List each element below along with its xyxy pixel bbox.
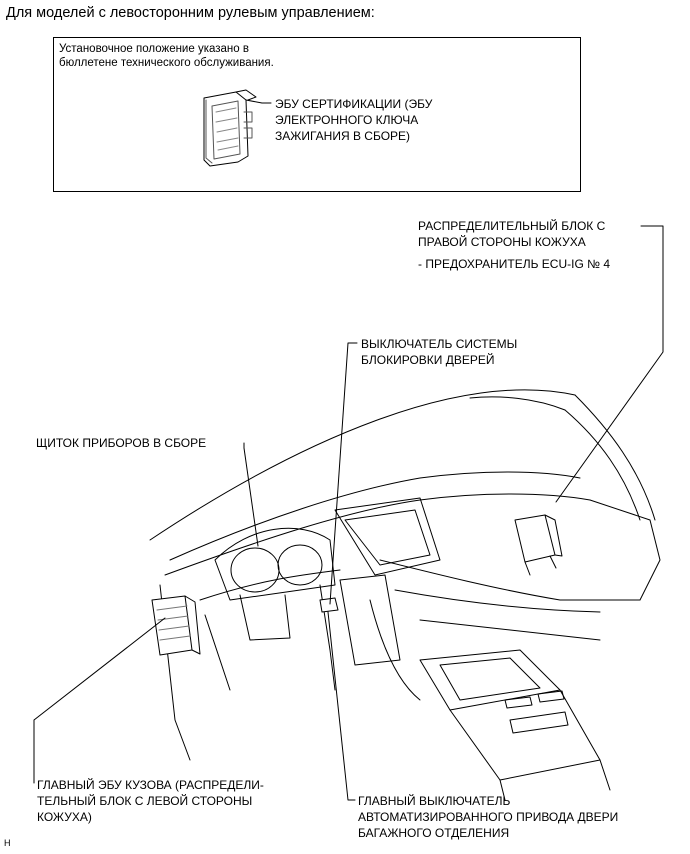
fuse-label: - ПРЕДОХРАНИТЕЛЬ ECU-IG № 4 [418, 257, 611, 271]
main-body-ecu-label-line-2: ТЕЛЬНЫЙ БЛОК С ЛЕВОЙ СТОРОНЫ [37, 794, 253, 808]
main-body-ecu-leader [33, 617, 166, 784]
main-body-ecu-label-line-1: ГЛАВНЫЙ ЭБУ КУЗОВА (РАСПРЕДЕЛИ- [37, 778, 264, 792]
door-lock-switch-label: ВЫКЛЮЧАТЕЛЬ СИСТЕМЫ БЛОКИРОВКИ ДВЕРЕЙ [361, 336, 517, 368]
note-line-2: бюллетене технического обслуживания. [59, 57, 274, 69]
junction-right-label-line-1: РАСПРЕДЕЛИТЕЛЬНЫЙ БЛОК С [418, 219, 606, 233]
junction-right-leader [555, 225, 664, 503]
back-door-switch-label-line-2: АВТОМАТИЗИРОВАННОГО ПРИВОДА ДВЕРИ [358, 810, 619, 824]
combination-meter-drawing [214, 527, 336, 641]
junction-right-label-line-2: ПРАВОЙ СТОРОНЫ КОЖУХА [418, 235, 586, 249]
door-lock-switch-label-line-1: ВЫКЛЮЧАТЕЛЬ СИСТЕМЫ [361, 337, 518, 351]
junction-right-label: РАСПРЕДЕЛИТЕЛЬНЫЙ БЛОК С ПРАВОЙ СТОРОНЫ … [418, 218, 605, 250]
back-door-switch-label: ГЛАВНЫЙ ВЫКЛЮЧАТЕЛЬ АВТОМАТИЗИРОВАННОГО … [358, 793, 618, 841]
certification-ecu-drawing [203, 89, 263, 167]
combination-meter-label: ЩИТОК ПРИБОРОВ В СБОРЕ [36, 436, 207, 450]
windshield-frame [149, 389, 656, 541]
main-body-ecu-label: ГЛАВНЫЙ ЭБУ КУЗОВА (РАСПРЕДЕЛИ- ТЕЛЬНЫЙ … [37, 777, 264, 825]
cert-ecu-label-line-3: ЗАЖИГАНИЯ В СБОРЕ) [275, 129, 411, 143]
back-door-switch-label-line-1: ГЛАВНЫЙ ВЫКЛЮЧАТЕЛЬ [358, 794, 511, 808]
note-line-1: Установочное положение указано в [59, 43, 249, 55]
combination-meter-leader [243, 442, 259, 547]
door-lock-switch-leader [329, 342, 358, 605]
dashboard-outline [159, 471, 661, 761]
figure-code: H [4, 838, 11, 848]
junction-block-right-drawing [514, 514, 563, 576]
page-heading: Для моделей с левосторонним рулевым упра… [6, 5, 375, 21]
cert-ecu-label-line-2: ЭЛЕКТРОННОГО КЛЮЧА [275, 113, 419, 127]
center-console [319, 497, 611, 801]
cert-ecu-label: ЭБУ СЕРТИФИКАЦИИ (ЭБУ ЭЛЕКТРОННОГО КЛЮЧА… [275, 96, 432, 144]
cert-ecu-label-line-1: ЭБУ СЕРТИФИКАЦИИ (ЭБУ [275, 97, 433, 111]
back-door-switch-leader [327, 611, 356, 801]
main-body-ecu-drawing [151, 595, 201, 656]
main-body-ecu-label-line-3: КОЖУХА) [37, 810, 92, 824]
service-bulletin-note-box: Установочное положение указано в бюллете… [53, 37, 581, 192]
door-lock-switch-label-line-2: БЛОКИРОВКИ ДВЕРЕЙ [361, 353, 495, 367]
door-switch-drawing [319, 597, 339, 613]
back-door-switch-label-line-3: БАГАЖНОГО ОТДЕЛЕНИЯ [358, 826, 510, 840]
